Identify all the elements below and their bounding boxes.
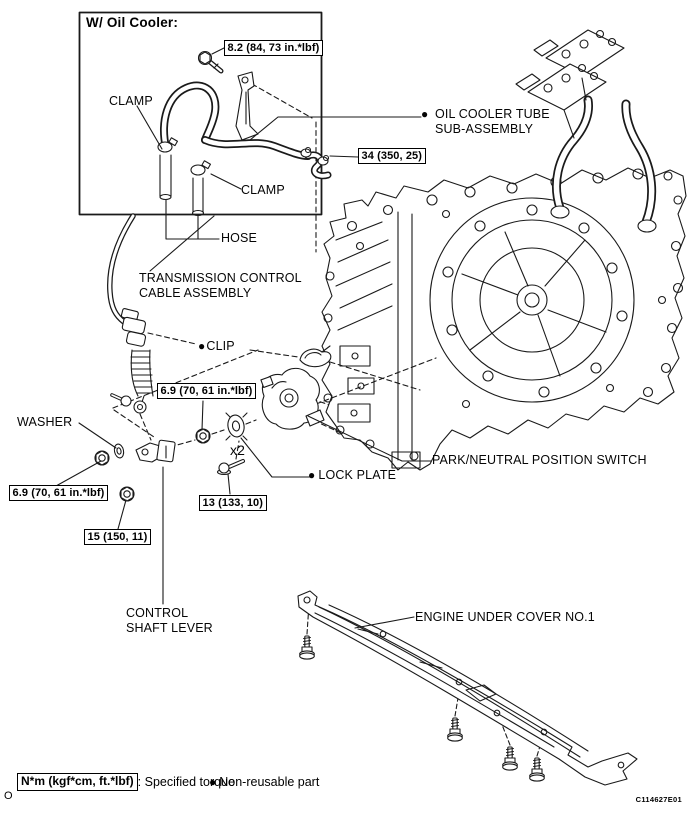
legend-torque: N*m (kgf*cm, ft.*lbf) : Specified torque (17, 773, 235, 791)
hose-lower-icon (191, 177, 205, 217)
cover-bolt-icon (299, 635, 315, 660)
label-clip: ●CLIP (198, 339, 235, 353)
lock-plate-icon (225, 412, 248, 441)
non-reusable-dot-icon: ● (198, 339, 206, 353)
torque-spec-swivel-nut-upper: 6.9 (70, 61 in.*lbf) (157, 383, 256, 399)
lever-nut-icon (119, 486, 135, 502)
cover-bolt-icon (529, 757, 545, 782)
legend-non-reusable-text: Non-reusable part (219, 775, 320, 789)
inset-art (157, 50, 332, 217)
label-hose: HOSE (221, 231, 258, 245)
washer-icon (113, 443, 125, 459)
pnp-switch-icon (260, 367, 325, 430)
label-lock-plate: ●LOCK PLATE (308, 468, 397, 482)
clamp-upper-icon (157, 137, 179, 153)
torque-spec-swivel-nut-left: 6.9 (70, 61 in.*lbf) (9, 485, 108, 501)
figure-code: C114627E01 (635, 795, 682, 804)
legend-non-reusable: ● Non-reusable part (209, 775, 319, 789)
leader-lines (55, 47, 432, 629)
inset-box-border (78, 11, 323, 216)
cable-assembly-art (107, 213, 154, 414)
under-cover-art (297, 590, 638, 786)
label-transmission-cable: TRANSMISSION CONTROL CABLE ASSEMBLY (139, 271, 302, 300)
oil-cooler-tubes-art (515, 29, 657, 233)
non-reusable-dot-icon: ● (209, 775, 217, 789)
transaxle-art (315, 29, 687, 471)
page-marker: O (4, 790, 13, 802)
clip-icon (299, 345, 332, 368)
switch-bolt-icon (216, 459, 245, 476)
cover-bolt-icon (502, 746, 518, 771)
torque-spec-switch-bolt: 13 (133, 10) (199, 495, 267, 511)
label-clamp-upper: CLAMP (109, 94, 153, 108)
torque-spec-lever-nut: 15 (150, 11) (84, 529, 151, 545)
union-bolt-icon (197, 50, 224, 74)
label-washer: WASHER (17, 415, 73, 429)
inset-title: W/ Oil Cooler: (86, 15, 179, 30)
non-reusable-dot-icon: ● (421, 107, 429, 121)
label-oil-cooler-tube: ●OIL COOLER TUBE SUB-ASSEMBLY (421, 107, 550, 136)
exploded-parts-art (94, 345, 332, 502)
label-engine-under-cover: ENGINE UNDER COVER NO.1 (415, 610, 595, 624)
clamp-lower-icon (190, 160, 212, 176)
label-clamp-lower: CLAMP (241, 183, 285, 197)
label-control-shaft-lever: CONTROL SHAFT LEVER (126, 606, 213, 635)
label-pnp-switch: PARK/NEUTRAL POSITION SWITCH (432, 453, 647, 467)
control-shaft-lever-icon (135, 439, 176, 463)
swivel-nut-icon (195, 428, 211, 444)
legend-torque-desc: : Specified torque (137, 774, 235, 789)
cover-bolt-icon (447, 717, 463, 742)
legend-torque-box: N*m (kgf*cm, ft.*lbf) (17, 773, 138, 791)
label-qty-x2: x2 (230, 442, 246, 458)
torque-spec-union-bolt: 8.2 (84, 73 in.*lbf) (224, 40, 323, 56)
torque-spec-tube-union: 34 (350, 25) (358, 148, 426, 164)
hose-upper-icon (159, 154, 172, 201)
non-reusable-dot-icon: ● (308, 468, 316, 482)
